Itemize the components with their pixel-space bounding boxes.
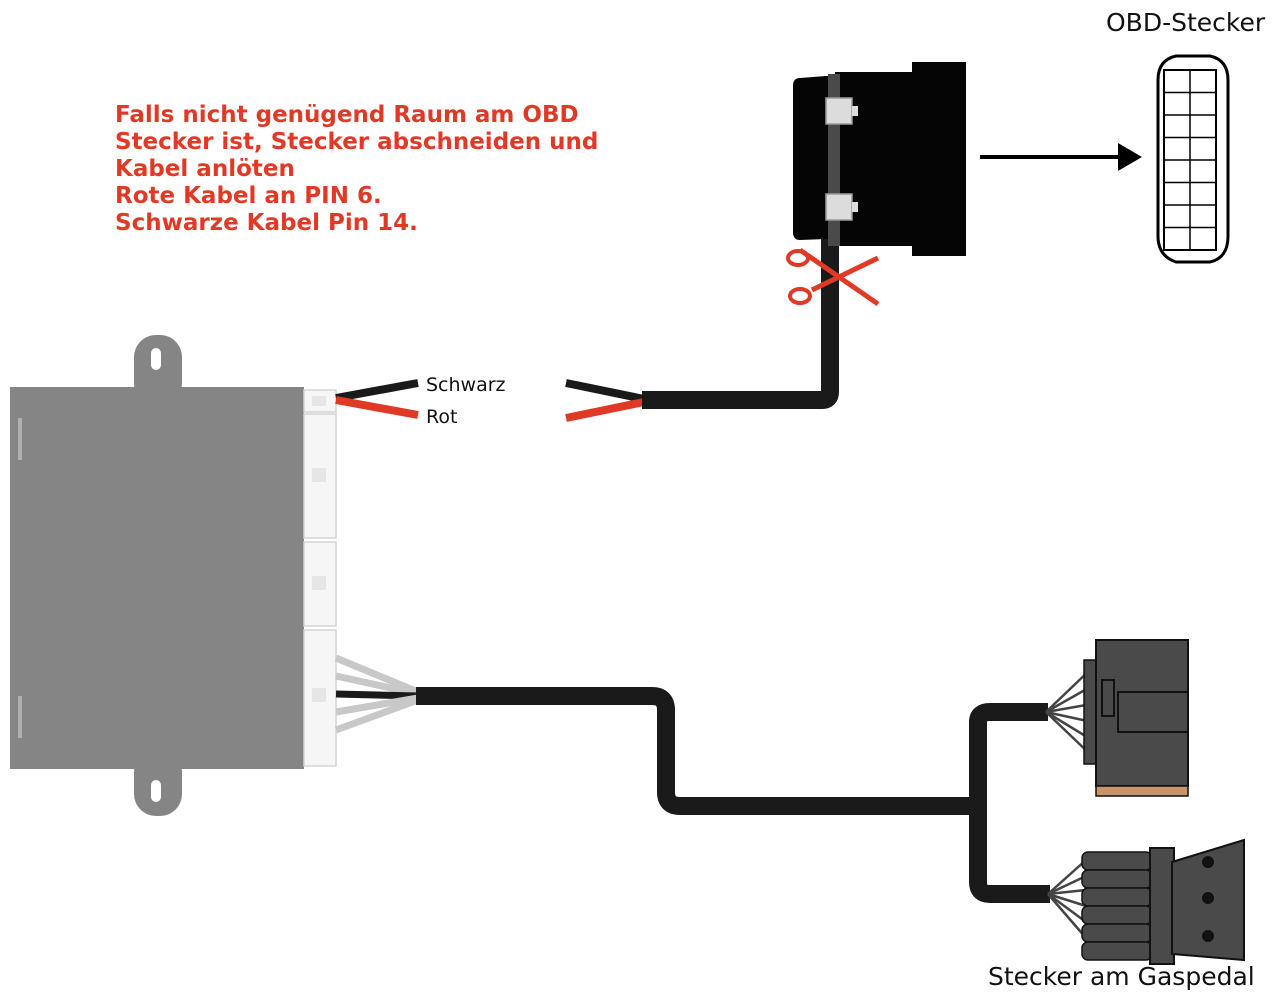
wire-red-short <box>335 396 419 419</box>
wire-black-end <box>565 379 645 403</box>
module-port-2 <box>303 413 337 539</box>
pedal-connector-upper <box>1045 639 1189 797</box>
pedal-connector-upper-base <box>1095 785 1189 797</box>
note-line-5: Schwarze Kabel Pin 14. <box>115 210 418 236</box>
obd-plug-clip-top <box>825 97 853 125</box>
pedal-main-cable <box>416 687 978 815</box>
control-module <box>10 335 337 816</box>
obd-cable <box>565 238 839 422</box>
arrow-right-icon <box>980 143 1142 171</box>
wire-red-end <box>565 398 645 422</box>
pedal-connector-pin-3 <box>1202 930 1214 942</box>
obd-socket <box>1156 54 1230 264</box>
module-port-3 <box>303 541 337 627</box>
pedal-cable-branch-top <box>969 703 1048 806</box>
scissors-icon <box>786 247 880 307</box>
module-port-top <box>303 389 337 413</box>
module-body <box>10 387 304 769</box>
note-line-4: Rote Kabel an PIN 6. <box>115 183 382 209</box>
pedal-connector-label: Stecker am Gaspedal <box>988 962 1255 991</box>
pedal-connector-pin-2 <box>1202 892 1214 904</box>
wire-red-label: Rot <box>426 406 458 428</box>
wire-black-label: Schwarz <box>426 374 506 396</box>
note-line-3: Kabel anlöten <box>115 156 295 182</box>
pedal-cable <box>416 687 1050 903</box>
note-line-2: Stecker ist, Stecker abschneiden und <box>115 129 599 155</box>
obd-plug-clip-bottom <box>825 193 853 221</box>
module-port-bottom <box>303 629 337 767</box>
installation-note: Falls nicht genügend Raum am OBD Stecker… <box>115 102 715 237</box>
wire-black-short <box>335 379 419 402</box>
pedal-wire-bundle <box>334 654 420 734</box>
obd-connector-label: OBD-Stecker <box>1106 8 1266 37</box>
pedal-connector-pin-1 <box>1202 856 1214 868</box>
pedal-connector-lower <box>1047 838 1245 965</box>
obd-main-cable <box>642 238 839 409</box>
module-wires <box>335 379 419 419</box>
obd-plug <box>793 62 966 256</box>
note-line-1: Falls nicht genügend Raum am OBD <box>115 102 579 128</box>
pedal-cable-branch-bottom <box>969 806 1050 903</box>
